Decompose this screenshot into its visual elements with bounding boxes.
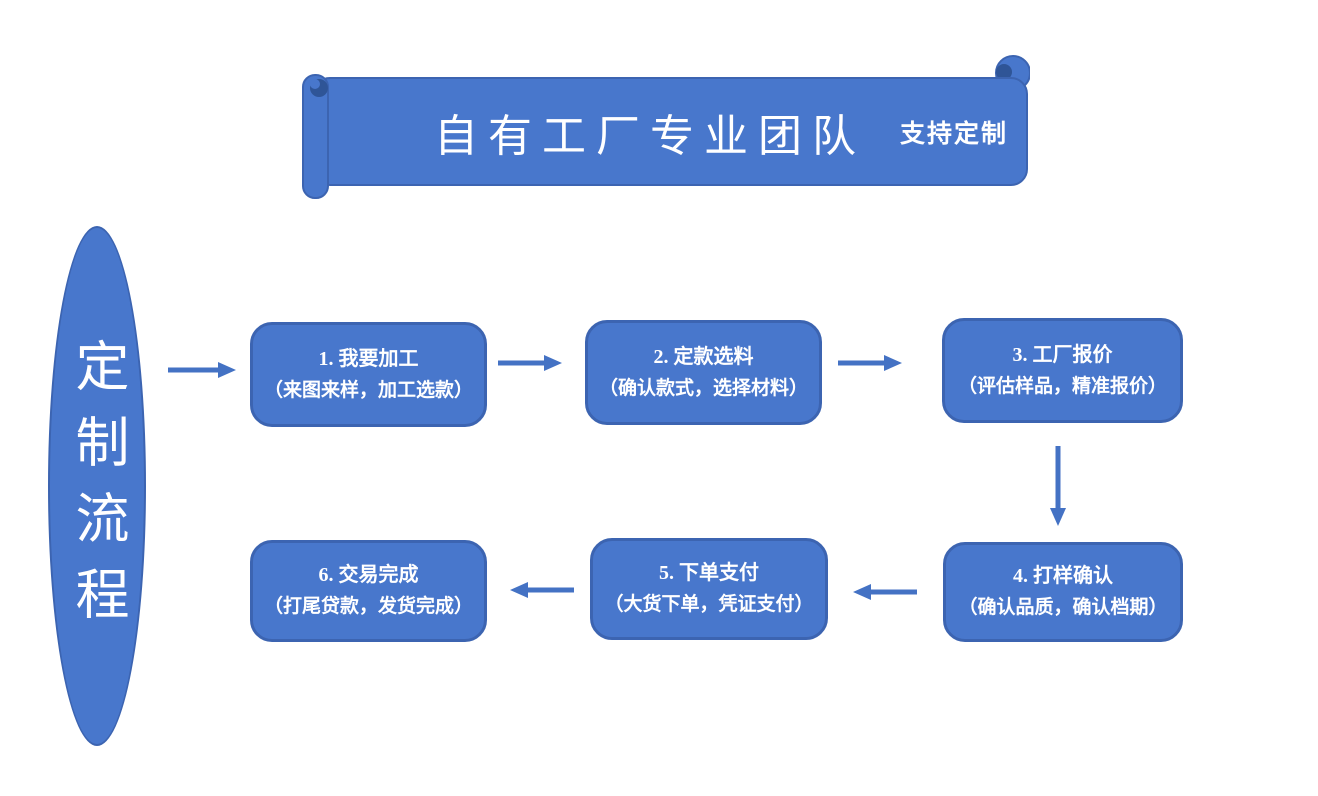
step-title: 2. 定款选料 xyxy=(653,345,754,368)
process-label-text: 定制流程 xyxy=(67,338,127,642)
process-label-ellipse: 定制流程 xyxy=(48,226,146,746)
step-title: 6. 交易完成 xyxy=(318,564,419,586)
step-title: 5. 下单支付 xyxy=(659,562,759,584)
banner-title: 自有工厂专业团队 xyxy=(434,111,866,161)
step-subtitle: （确认款式，选择材料） xyxy=(598,377,808,399)
banner: 自有工厂专业团队 支持定制 xyxy=(300,50,1030,200)
step-box-2: 2. 定款选料 （确认款式，选择材料） xyxy=(585,320,822,425)
step-title: 1. 我要加工 xyxy=(318,347,419,370)
step-subtitle: （来图来样，加工选款） xyxy=(263,379,473,401)
step-box-5: 5. 下单支付 （大货下单，凭证支付） xyxy=(590,538,828,640)
banner-subtitle: 支持定制 xyxy=(899,120,1008,148)
step-subtitle: （大货下单，凭证支付） xyxy=(604,594,814,615)
step-title: 3. 工厂报价 xyxy=(1012,343,1113,366)
step-title: 4. 打样确认 xyxy=(1013,565,1113,587)
step-box-6: 6. 交易完成 （打尾贷款，发货完成） xyxy=(250,540,487,642)
step-box-3: 3. 工厂报价 （评估样品，精准报价） xyxy=(942,318,1183,423)
banner-scroll-shape xyxy=(302,55,1030,199)
step-subtitle: （打尾贷款，发货完成） xyxy=(263,596,473,617)
step-box-4: 4. 打样确认 （确认品质，确认档期） xyxy=(943,542,1183,642)
step-box-1: 1. 我要加工 （来图来样，加工选款） xyxy=(250,322,487,427)
step-subtitle: （评估样品，精准报价） xyxy=(957,375,1167,397)
step-subtitle: （确认品质，确认档期） xyxy=(958,597,1168,618)
